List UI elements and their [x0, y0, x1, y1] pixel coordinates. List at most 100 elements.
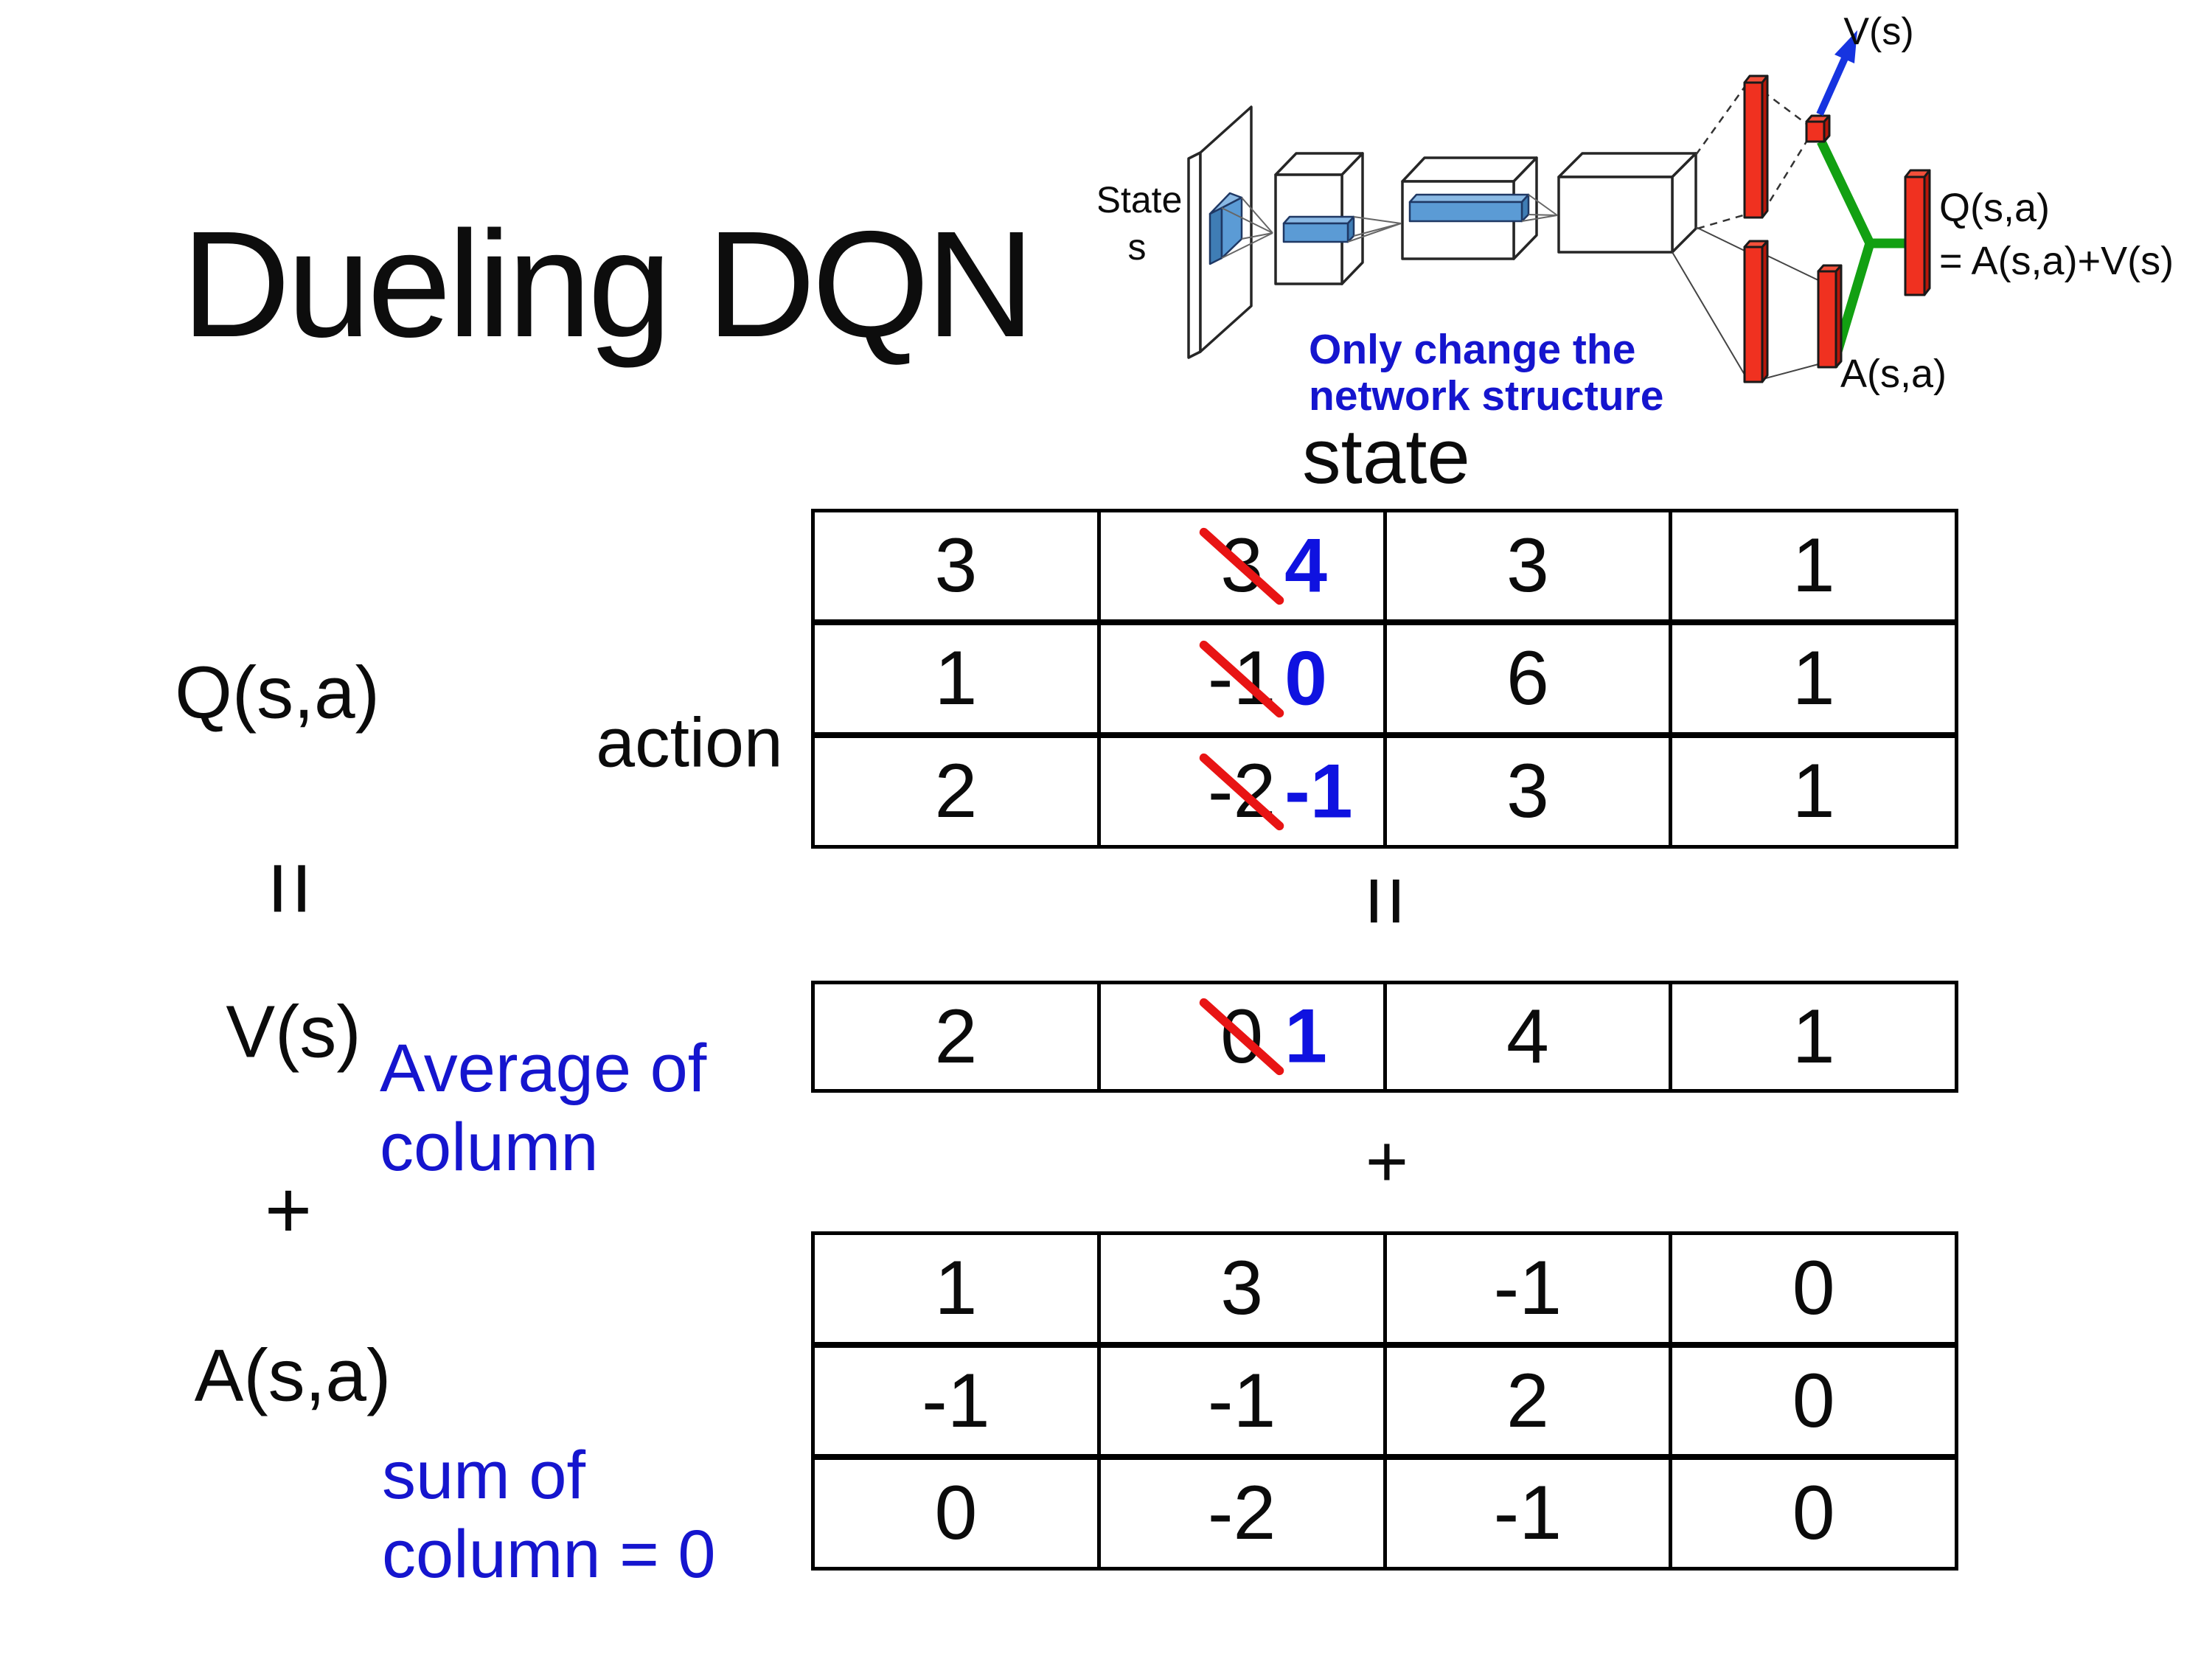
- cell-value: 1: [1792, 636, 1835, 721]
- cell-value: 2: [934, 993, 978, 1079]
- cell-value: 3: [934, 523, 978, 608]
- diagram-q-formula: = A(s,a)+V(s): [1939, 239, 2174, 283]
- table-cell: 2: [815, 738, 1101, 845]
- table-cell-corrected: 34: [1101, 512, 1387, 619]
- table-cell: 1: [1672, 512, 1955, 619]
- crossed-out-value: 0: [1197, 993, 1286, 1081]
- cell-value: -1: [1493, 1245, 1562, 1331]
- table-cell-corrected: -10: [1101, 625, 1387, 732]
- cell-value: 1: [934, 636, 978, 721]
- diagram-v-label: V(s): [1843, 10, 1913, 53]
- average-note: Average of column: [380, 1029, 706, 1187]
- crossed-out-value: -1: [1197, 635, 1286, 723]
- v-values-table: 20141: [811, 981, 1958, 1093]
- cell-value: 4: [1506, 993, 1549, 1079]
- table-row: -1 -1 2 0: [815, 1347, 1955, 1461]
- corrected-value: 4: [1284, 523, 1327, 608]
- diagram-a-label: A(s,a): [1840, 352, 1947, 396]
- table-cell: 3: [1101, 1235, 1387, 1342]
- network-note-line1: Only change the: [1309, 326, 1636, 373]
- equals-sign-middle: =: [1337, 874, 1436, 928]
- cell-value: -1: [1493, 1470, 1562, 1557]
- diagram-state-label: State: [1099, 179, 1182, 220]
- table-cell: 2: [1387, 1347, 1673, 1455]
- cell-value: 6: [1506, 636, 1549, 721]
- table-cell-corrected: -2-1: [1101, 738, 1387, 845]
- table-cell: -1: [1101, 1347, 1387, 1455]
- table-cell: 0: [1672, 1235, 1955, 1342]
- table-cell: 3: [1387, 738, 1673, 845]
- crossed-out-value: 3: [1197, 522, 1286, 610]
- network-note: Only change the network structure: [1309, 327, 1663, 420]
- table-row: 20141: [815, 984, 1955, 1089]
- table-cell: -2: [1101, 1460, 1387, 1568]
- table-cell: 3: [1387, 512, 1673, 619]
- table-cell: 0: [1672, 1348, 1955, 1455]
- fc-bar-bottom: [1743, 240, 1769, 383]
- diagram-state-sub: s: [1128, 226, 1147, 268]
- sum-note-line2: column = 0: [382, 1517, 716, 1592]
- table-cell: 1: [1672, 738, 1955, 845]
- cell-value: 0: [1792, 1357, 1835, 1444]
- cell-value: 3: [1506, 523, 1549, 608]
- slide-title: Dueling DQN: [181, 200, 1035, 369]
- table-cell: 3: [815, 512, 1101, 619]
- q-matrix-label: Q(s,a): [175, 651, 380, 734]
- table-row: 1 -10 6 1: [815, 625, 1955, 738]
- crossed-out-value: -2: [1197, 748, 1286, 835]
- table-cell: 6: [1387, 625, 1673, 732]
- cell-value: 2: [1506, 1357, 1549, 1444]
- table-cell: 0: [815, 1460, 1101, 1568]
- plus-sign-middle: +: [1365, 1120, 1409, 1203]
- action-row-label: action: [596, 703, 783, 782]
- cell-value: 1: [934, 1245, 978, 1331]
- cell-value: 0: [1792, 1245, 1835, 1331]
- table-cell: 4: [1387, 984, 1673, 1089]
- table-cell: 1: [815, 1235, 1101, 1342]
- conv-box-1: [1274, 152, 1364, 285]
- a-values-table: 1 3 -1 0 -1 -1 2 0 0 -2 -1 0: [811, 1231, 1958, 1571]
- corrected-value: -1: [1284, 748, 1353, 834]
- cell-value: -1: [922, 1357, 990, 1444]
- table-row: 33431: [815, 512, 1955, 625]
- table-cell: 2: [815, 984, 1101, 1089]
- cell-value: 3: [1506, 748, 1549, 834]
- table-cell: -1: [1387, 1460, 1673, 1568]
- table-cell-corrected: 01: [1101, 984, 1387, 1089]
- cell-value: 0: [1792, 1470, 1835, 1557]
- average-note-line1: Average of: [380, 1031, 707, 1106]
- plus-sign-left: +: [264, 1164, 313, 1256]
- advantage-bar: [1817, 264, 1843, 369]
- cell-value: -2: [1207, 1470, 1276, 1557]
- corrected-value: 1: [1284, 993, 1327, 1079]
- state-column-header: state: [1302, 414, 1470, 500]
- table-row: 0 -2 -1 0: [815, 1460, 1955, 1568]
- fc-connections: [1672, 86, 1819, 380]
- table-cell: 1: [1672, 625, 1955, 732]
- a-matrix-label: A(s,a): [194, 1334, 392, 1417]
- cell-value: 0: [934, 1470, 978, 1557]
- table-cell: -1: [815, 1347, 1101, 1455]
- feature-slab-2: [1408, 193, 1558, 223]
- feature-slab-1: [1282, 215, 1402, 243]
- input-plane: [1187, 105, 1253, 359]
- q-output-bar: [1904, 169, 1931, 296]
- v-matrix-label: V(s): [226, 990, 361, 1074]
- cell-value: 1: [1792, 993, 1835, 1079]
- network-note-line2: network structure: [1309, 372, 1664, 420]
- equals-sign-left: =: [237, 860, 345, 917]
- cell-value: 3: [1220, 1245, 1264, 1331]
- table-cell: 1: [815, 625, 1101, 732]
- corrected-value: 0: [1284, 636, 1327, 721]
- network-architecture-diagram: State s V(s) Q(s,a) = A(s,a)+V(s) A(s,a): [1099, 10, 2174, 396]
- diagram-q-label: Q(s,a): [1939, 186, 2050, 230]
- sum-note: sum of column = 0: [382, 1436, 716, 1594]
- average-note-line2: column: [380, 1110, 599, 1185]
- cell-value: 2: [934, 748, 978, 834]
- conv-box-3: [1557, 152, 1697, 254]
- table-cell: 0: [1672, 1460, 1955, 1567]
- conv-filter-wedge: [1208, 192, 1273, 265]
- table-row: 2 -2-1 3 1: [815, 738, 1955, 845]
